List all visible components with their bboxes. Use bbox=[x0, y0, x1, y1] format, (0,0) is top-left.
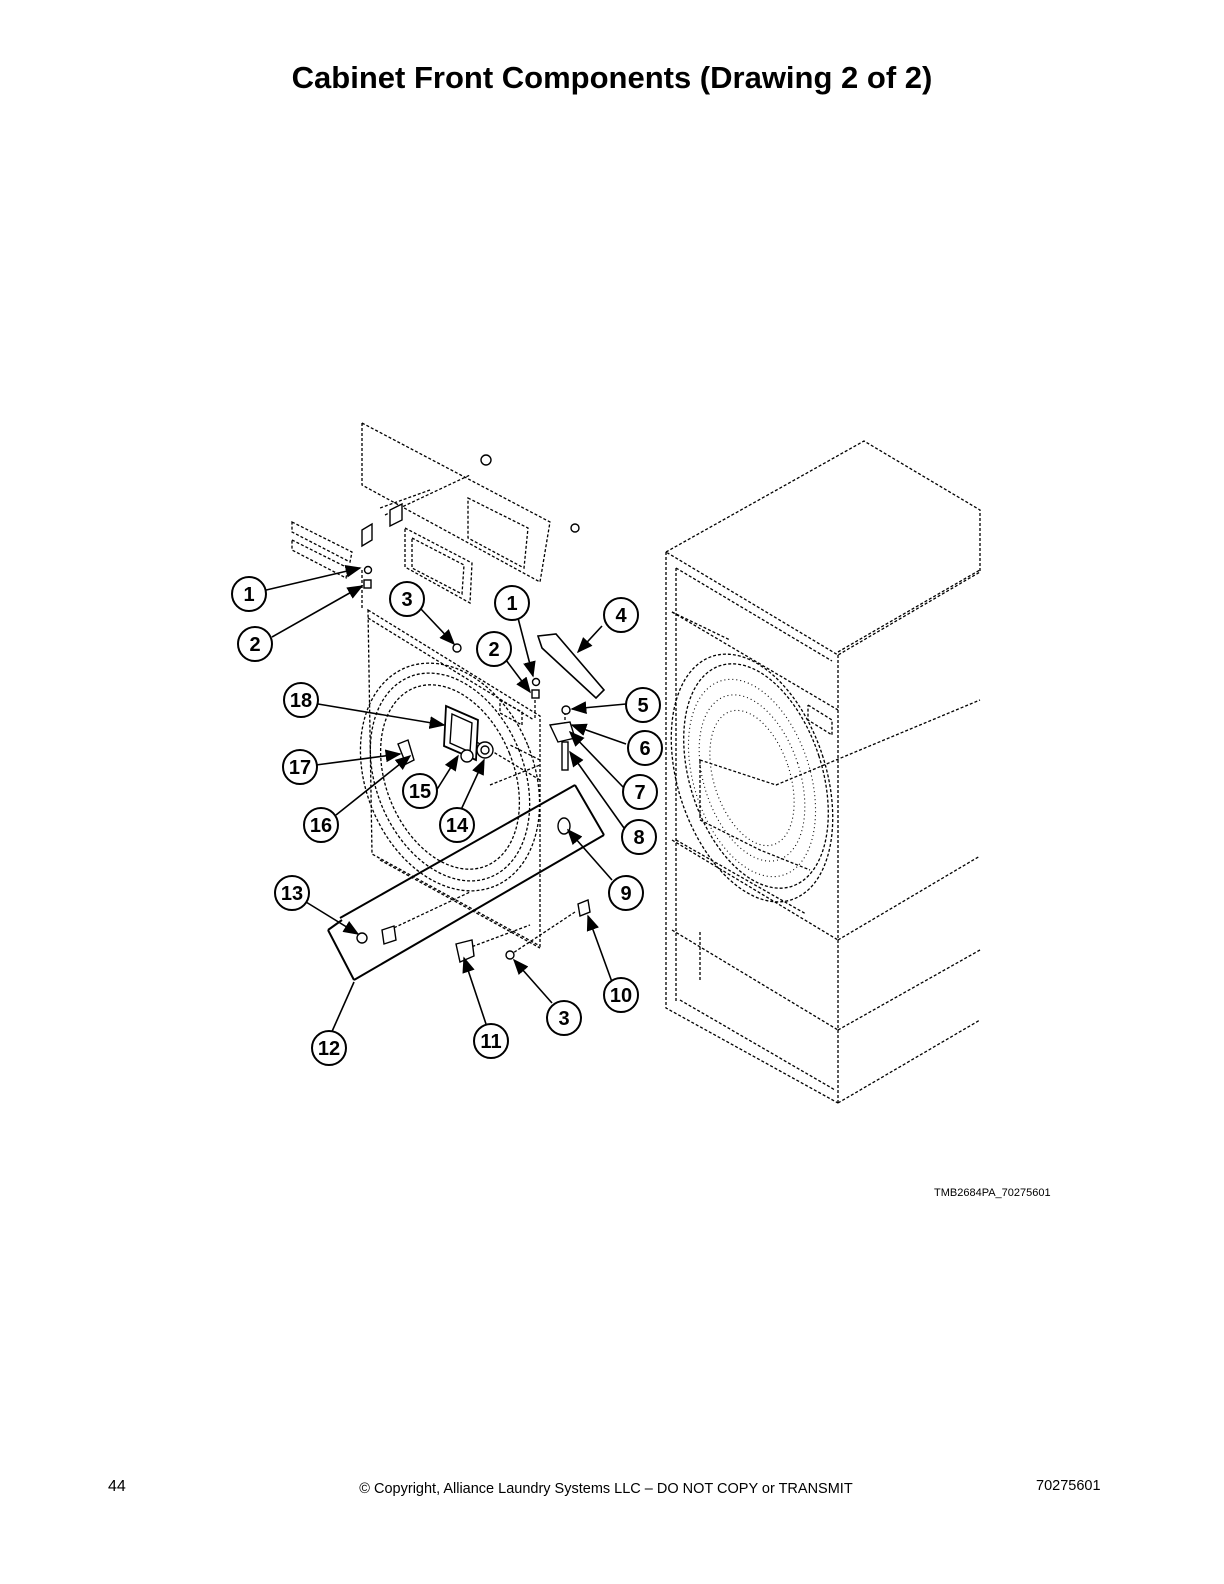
svg-text:3: 3 bbox=[401, 589, 412, 611]
callout-1b: 1 bbox=[494, 585, 530, 621]
svg-text:11: 11 bbox=[480, 1031, 501, 1053]
svg-text:18: 18 bbox=[290, 690, 312, 712]
svg-text:8: 8 bbox=[633, 827, 644, 849]
svg-text:5: 5 bbox=[637, 695, 648, 717]
svg-text:12: 12 bbox=[318, 1038, 340, 1060]
callout-15: 15 bbox=[402, 773, 438, 809]
callouts: 1 2 3 1 4 2 18 5 6 17 15 7 14 16 8 9 13 … bbox=[231, 576, 663, 1066]
callout-16: 16 bbox=[303, 807, 339, 843]
svg-text:10: 10 bbox=[610, 985, 632, 1007]
svg-text:16: 16 bbox=[310, 815, 332, 837]
svg-text:2: 2 bbox=[488, 639, 499, 661]
drawing-reference: TMB2684PA_70275601 bbox=[934, 1187, 1051, 1199]
callout-1: 1 bbox=[231, 576, 267, 612]
svg-text:4: 4 bbox=[615, 605, 627, 627]
callout-8: 8 bbox=[621, 819, 657, 855]
svg-text:2: 2 bbox=[249, 634, 260, 656]
callout-5: 5 bbox=[625, 687, 661, 723]
svg-text:17: 17 bbox=[289, 757, 311, 779]
callout-9: 9 bbox=[608, 875, 644, 911]
callout-2b: 2 bbox=[476, 631, 512, 667]
document-number: 70275601 bbox=[1036, 1478, 1101, 1494]
callout-18: 18 bbox=[283, 682, 319, 718]
copyright-notice: © Copyright, Alliance Laundry Systems LL… bbox=[359, 1481, 853, 1497]
page-title: Cabinet Front Components (Drawing 2 of 2… bbox=[291, 60, 933, 95]
callout-7: 7 bbox=[622, 774, 658, 810]
callout-14: 14 bbox=[439, 807, 475, 843]
svg-text:15: 15 bbox=[409, 781, 431, 803]
dryer-cabinet bbox=[664, 440, 981, 1104]
callout-6: 6 bbox=[627, 730, 663, 766]
svg-text:14: 14 bbox=[446, 815, 469, 837]
callout-3b: 3 bbox=[546, 1000, 582, 1036]
callout-2: 2 bbox=[237, 626, 273, 662]
top-control-panel bbox=[291, 421, 551, 605]
svg-text:1: 1 bbox=[243, 584, 254, 606]
svg-text:9: 9 bbox=[620, 883, 631, 905]
front-panel bbox=[359, 608, 541, 949]
callout-4: 4 bbox=[603, 597, 639, 633]
svg-text:3: 3 bbox=[558, 1008, 569, 1030]
page-number: 44 bbox=[108, 1478, 126, 1495]
svg-text:6: 6 bbox=[639, 738, 650, 760]
callout-12: 12 bbox=[311, 1030, 347, 1066]
callout-10: 10 bbox=[603, 977, 639, 1013]
callout-13: 13 bbox=[274, 875, 310, 911]
svg-text:7: 7 bbox=[634, 782, 645, 804]
svg-text:1: 1 bbox=[506, 593, 517, 615]
callout-11: 11 bbox=[473, 1023, 509, 1059]
callout-3: 3 bbox=[389, 581, 425, 617]
svg-text:13: 13 bbox=[281, 883, 303, 905]
callout-17: 17 bbox=[282, 749, 318, 785]
